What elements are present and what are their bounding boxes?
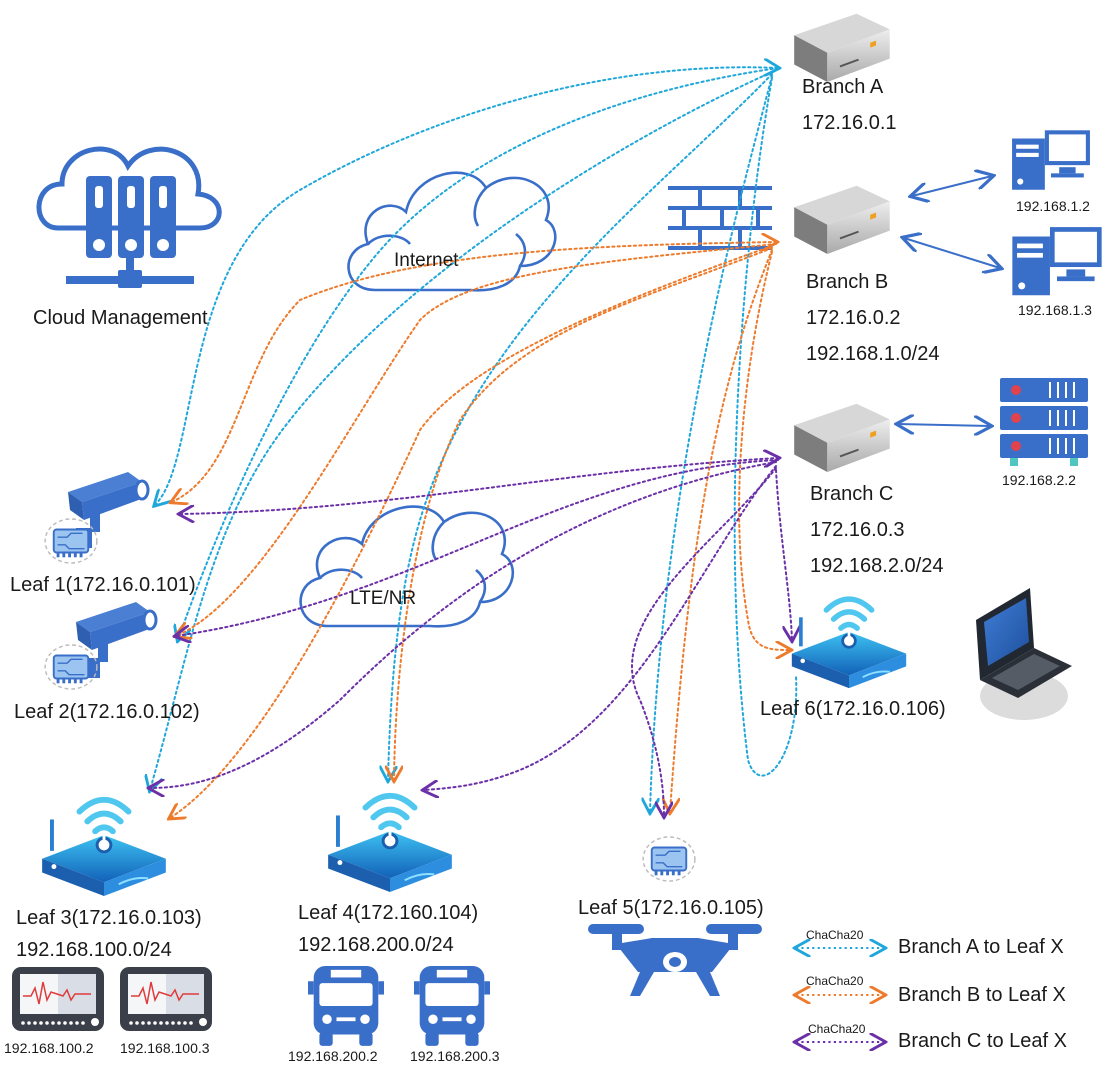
patient-monitor-icon — [11, 966, 105, 1032]
tunnel-c-leaf4 — [424, 465, 777, 790]
branch-a-name: Branch A — [802, 76, 884, 98]
link-branch-c-server — [898, 424, 990, 426]
branch-b-subnet: 192.168.1.0/24 — [806, 343, 940, 365]
leaf4-router-icon — [328, 796, 452, 892]
branch-b-ip: 172.16.0.2 — [806, 307, 901, 329]
pc-icon — [1012, 130, 1090, 190]
leaf5-chip-icon — [642, 836, 696, 882]
leaf1-chip-icon — [44, 518, 98, 564]
legend-label-b: Branch B to Leaf X — [898, 984, 1066, 1006]
branch-a-ip: 172.16.0.1 — [802, 112, 897, 134]
branch-b-name: Branch B — [806, 271, 889, 293]
legend-label-a: Branch A to Leaf X — [898, 936, 1064, 958]
leaf2-label: Leaf 2(172.16.0.102) — [14, 701, 200, 723]
device-ip-label: 192.168.200.2 — [288, 1048, 378, 1064]
branch-c-ip: 172.16.0.3 — [810, 519, 905, 541]
firewall-icon — [668, 186, 772, 250]
internet-cloud — [347, 171, 557, 292]
laptop-icon — [976, 588, 1072, 720]
tunnel-c-leaf5 — [631, 467, 777, 816]
legend-cipher-label: ChaCha20 — [808, 1022, 866, 1036]
tunnel-a-leaf6 — [733, 77, 798, 777]
leaf1-label: Leaf 1(172.16.0.101) — [10, 574, 196, 596]
device-ip-label: 192.168.100.2 — [4, 1040, 94, 1056]
tunnel-a-leaf4 — [388, 73, 773, 780]
device-ip-label: 192.168.100.3 — [120, 1040, 210, 1056]
host-ip-label: 192.168.1.3 — [1018, 302, 1092, 318]
bus-icon — [414, 966, 490, 1046]
leaf4-label: Leaf 4(172.160.104) — [298, 902, 479, 924]
tunnel-c-leaf1 — [180, 458, 778, 514]
host-ip-label: 192.168.1.2 — [1016, 198, 1090, 214]
link-branch-b-host1 — [912, 176, 992, 196]
leaf2-chip-icon — [44, 644, 98, 690]
branch-c-gateway-icon — [793, 402, 891, 474]
tunnel-b-leaf1 — [172, 242, 776, 502]
leaf6-label: Leaf 6(172.16.0.106) — [760, 698, 946, 720]
tunnel-b-leaf6 — [738, 251, 790, 650]
leaf3-subnet: 192.168.100.0/24 — [16, 939, 172, 961]
tunnel-b-leaf2 — [176, 243, 777, 636]
link-branch-b-host2 — [904, 238, 1000, 268]
leaf5-label: Leaf 5(172.16.0.105) — [578, 897, 764, 919]
tunnel-c-leaf3 — [150, 461, 777, 788]
legend-label-c: Branch C to Leaf X — [898, 1030, 1067, 1052]
legend-cipher-label: ChaCha20 — [806, 928, 864, 942]
tunnel-links — [150, 67, 796, 818]
leaf3-router-icon — [42, 800, 166, 896]
legend-cipher-label: ChaCha20 — [806, 974, 864, 988]
leaf4-subnet: 192.168.200.0/24 — [298, 934, 454, 956]
leaf6-router-icon — [792, 599, 906, 688]
bus-icon — [308, 966, 384, 1046]
tunnel-c-leaf2 — [176, 459, 779, 636]
tunnel-b-leaf4 — [394, 247, 773, 780]
cloud-management-label: Cloud Management — [33, 307, 208, 329]
branch-a-gateway-icon — [793, 12, 891, 84]
cloud-management-icon — [36, 146, 222, 288]
patient-monitor-icon — [119, 966, 213, 1032]
internet-label: Internet — [394, 250, 459, 271]
drone-icon — [588, 924, 762, 996]
lte-nr-label: LTE/NR — [350, 588, 417, 609]
device-ip-label: 192.168.200.3 — [410, 1048, 500, 1064]
branch-b-gateway-icon — [793, 184, 891, 256]
tunnel-b-leaf3 — [170, 245, 773, 818]
server-rack-icon — [1000, 378, 1088, 466]
branch-c-subnet: 192.168.2.0/24 — [810, 555, 944, 577]
branch-c-name: Branch C — [810, 483, 894, 505]
tunnel-c-leaf6 — [775, 469, 792, 640]
leaf3-label: Leaf 3(172.16.0.103) — [16, 907, 202, 929]
tunnel-b-leaf5 — [670, 249, 773, 812]
pc-icon — [1012, 227, 1102, 296]
server-ip-label: 192.168.2.2 — [1002, 472, 1076, 488]
